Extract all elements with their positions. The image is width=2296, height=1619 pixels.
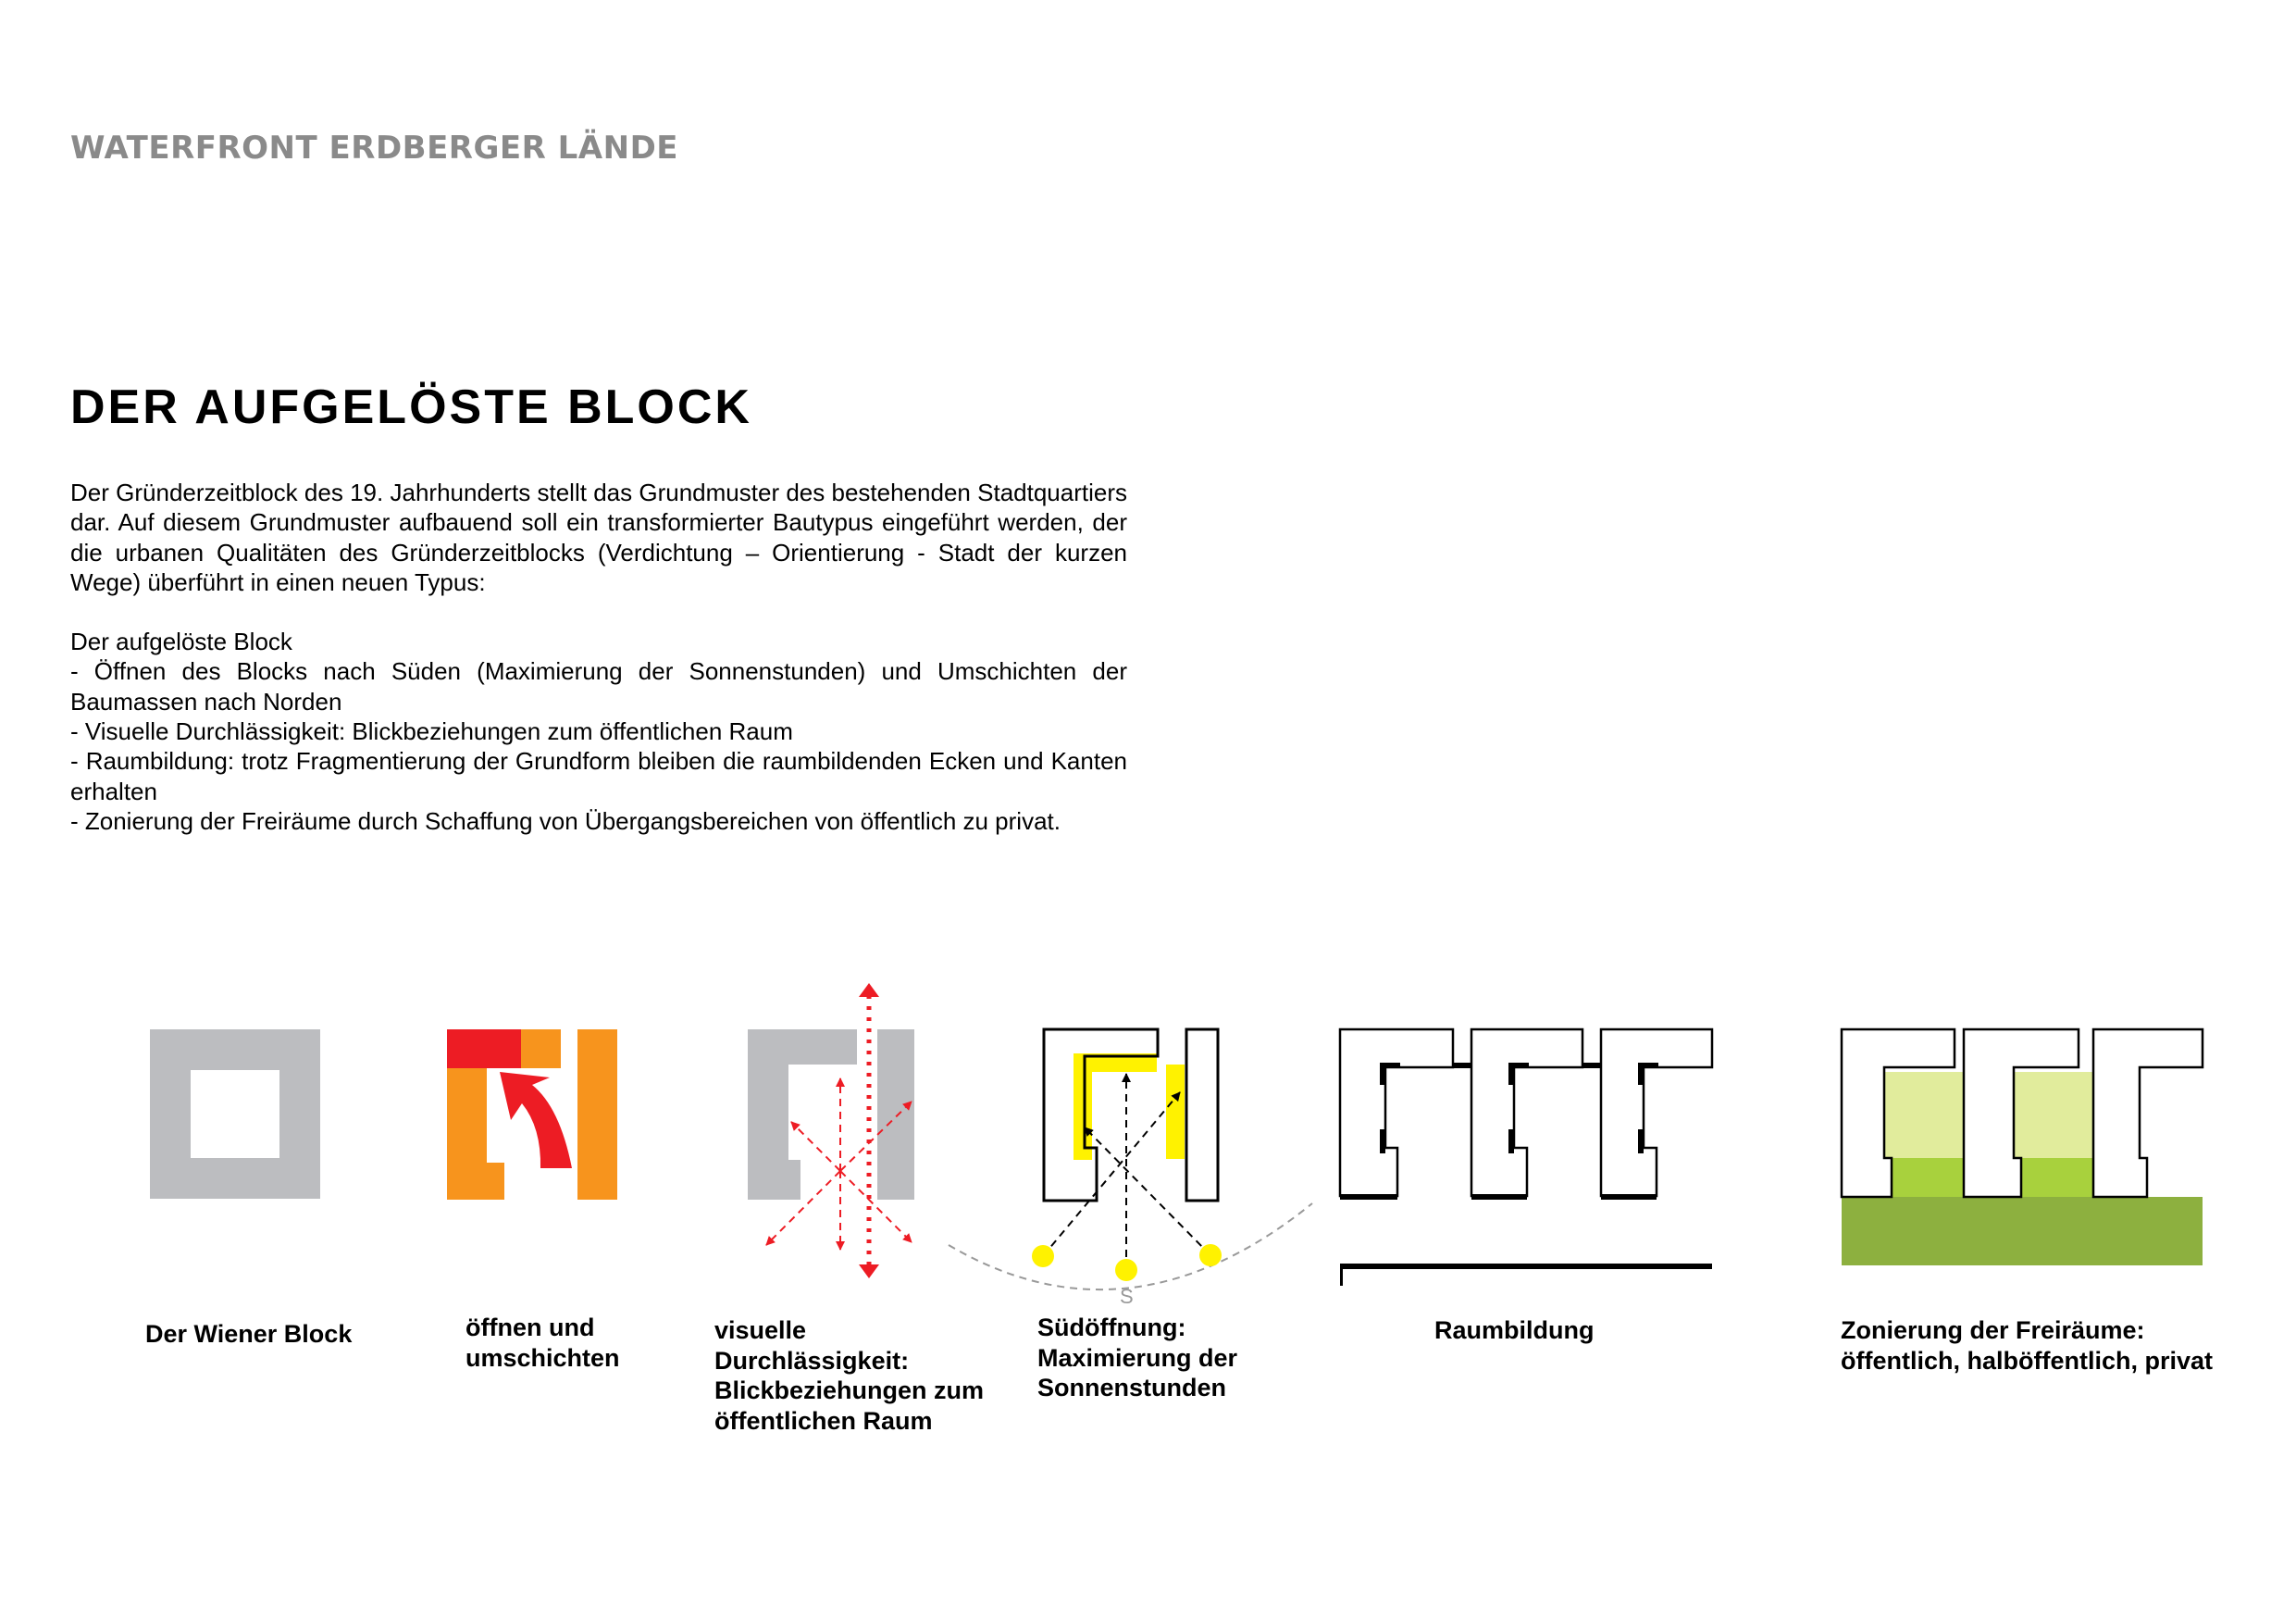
diagram-visuelle-durchlaessigkeit [748,983,914,1278]
diagram-raumbildung [1338,1027,1714,1286]
diagram-oeffnen-umschichten [447,1029,617,1200]
diagram-wiener-block [150,1029,320,1199]
list-item: - Öffnen des Blocks nach Süden (Maximier… [70,657,1127,716]
diagram-zonierung-freiraeume [1840,1027,2204,1265]
list-item: - Raumbildung: trotz Fragmentierung der … [70,747,1127,805]
project-title: WATERFRONT ERDBERGER LÄNDE [70,130,679,167]
caption-wiener-block: Der Wiener Block [145,1320,353,1348]
south-label: S [1120,1285,1134,1308]
description-text: Der Gründerzeitblock des 19. Jahrhundert… [70,478,1127,836]
list-item: - Visuelle Durchlässigkeit: Blickbeziehu… [70,717,793,746]
list-heading: Der aufgelöste Block [70,628,292,656]
caption-zonierung-freiraeume: Zonierung der Freiräume: öffentlich, hal… [1841,1316,2214,1375]
intro-paragraph: Der Gründerzeitblock des 19. Jahrhundert… [70,479,1127,596]
diagram-suedoeffnung: S [948,1027,1313,1308]
caption-visuelle-durchlaessigkeit: visuelle Durchlässigkeit: Blickbeziehung… [714,1316,985,1435]
page-heading: DER AUFGELÖSTE BLOCK [70,380,752,434]
caption-raumbildung: Raumbildung [1434,1316,1595,1344]
caption-oeffnen-umschichten: öffnen und umschichten [465,1314,620,1372]
list-item: - Zonierung der Freiräume durch Schaffun… [70,806,1061,835]
caption-suedoeffnung: Südöffnung: Maximierung der Sonnenstunde… [1037,1314,1238,1401]
